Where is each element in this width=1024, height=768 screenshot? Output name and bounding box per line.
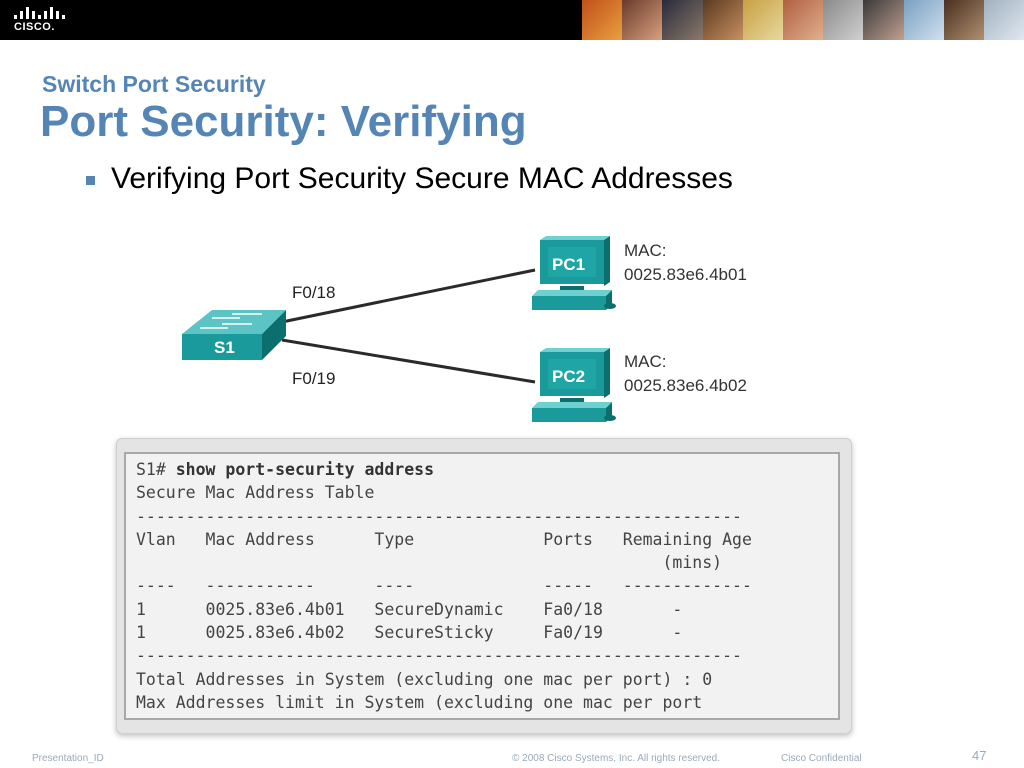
pc2-label: PC2 xyxy=(552,367,585,386)
footer-confidential: Cisco Confidential xyxy=(781,753,862,764)
port-label-f0-19: F0/19 xyxy=(292,369,336,388)
pc2-mac-address: 0025.83e6.4b02 xyxy=(624,376,747,395)
footer-presentation-id: Presentation_ID xyxy=(32,753,104,764)
terminal-output: S1# show port-security address Secure Ma… xyxy=(124,452,840,720)
pc1-icon: PC1 xyxy=(532,236,616,310)
slide-title: Port Security: Verifying xyxy=(40,97,527,146)
pc2-mac-info: MAC: 0025.83e6.4b02 xyxy=(624,350,747,398)
bullet-item: Verifying Port Security Secure MAC Addre… xyxy=(86,162,733,196)
slide-subtitle: Switch Port Security xyxy=(42,71,266,97)
cisco-logo: CISCO. xyxy=(10,5,70,35)
terminal-line: Total Addresses in System (excluding one… xyxy=(136,669,713,689)
logo-text: CISCO. xyxy=(14,21,55,33)
terminal-line: (mins) xyxy=(136,553,723,573)
pc2-mac-title: MAC: xyxy=(624,352,667,371)
terminal-command-line: S1# show port-security address xyxy=(136,458,828,481)
footer-copyright: © 2008 Cisco Systems, Inc. All rights re… xyxy=(512,753,721,764)
terminal-command: show port-security address xyxy=(175,460,435,479)
pc1-mac-address: 0025.83e6.4b01 xyxy=(624,265,747,284)
cisco-bridge-icon xyxy=(14,7,65,19)
photo-strip xyxy=(582,0,1024,40)
link-f0-19 xyxy=(281,338,536,384)
terminal-line: ----------------------------------------… xyxy=(136,506,742,526)
link-f0-18 xyxy=(281,268,536,324)
terminal-line: Secure Mac Address Table xyxy=(136,483,375,503)
switch-label: S1 xyxy=(214,338,235,357)
bullet-square-icon xyxy=(86,175,95,185)
header-banner: CISCO. xyxy=(0,0,1024,40)
terminal-prompt: S1# xyxy=(136,460,176,479)
pc1-label: PC1 xyxy=(552,255,585,274)
bullet-text: Verifying Port Security Secure MAC Addre… xyxy=(111,162,733,195)
terminal-line: ----------------------------------------… xyxy=(136,646,742,666)
switch-s1-icon: S1 xyxy=(182,310,286,360)
pc1-mac-info: MAC: 0025.83e6.4b01 xyxy=(624,239,747,287)
terminal-line: 1 0025.83e6.4b02 SecureSticky Fa0/19 - xyxy=(136,623,683,643)
pc2-icon: PC2 xyxy=(532,348,616,422)
port-label-f0-18: F0/18 xyxy=(292,283,336,302)
pc1-mac-title: MAC: xyxy=(624,241,667,260)
terminal-line: ---- ----------- ---- ----- ------------… xyxy=(136,576,752,596)
page-number: 47 xyxy=(972,748,987,763)
terminal-line: Max Addresses limit in System (excluding… xyxy=(136,692,703,712)
terminal-line: Vlan Mac Address Type Ports Remaining Ag… xyxy=(136,529,752,549)
terminal-line: 1 0025.83e6.4b01 SecureDynamic Fa0/18 - xyxy=(136,599,683,619)
